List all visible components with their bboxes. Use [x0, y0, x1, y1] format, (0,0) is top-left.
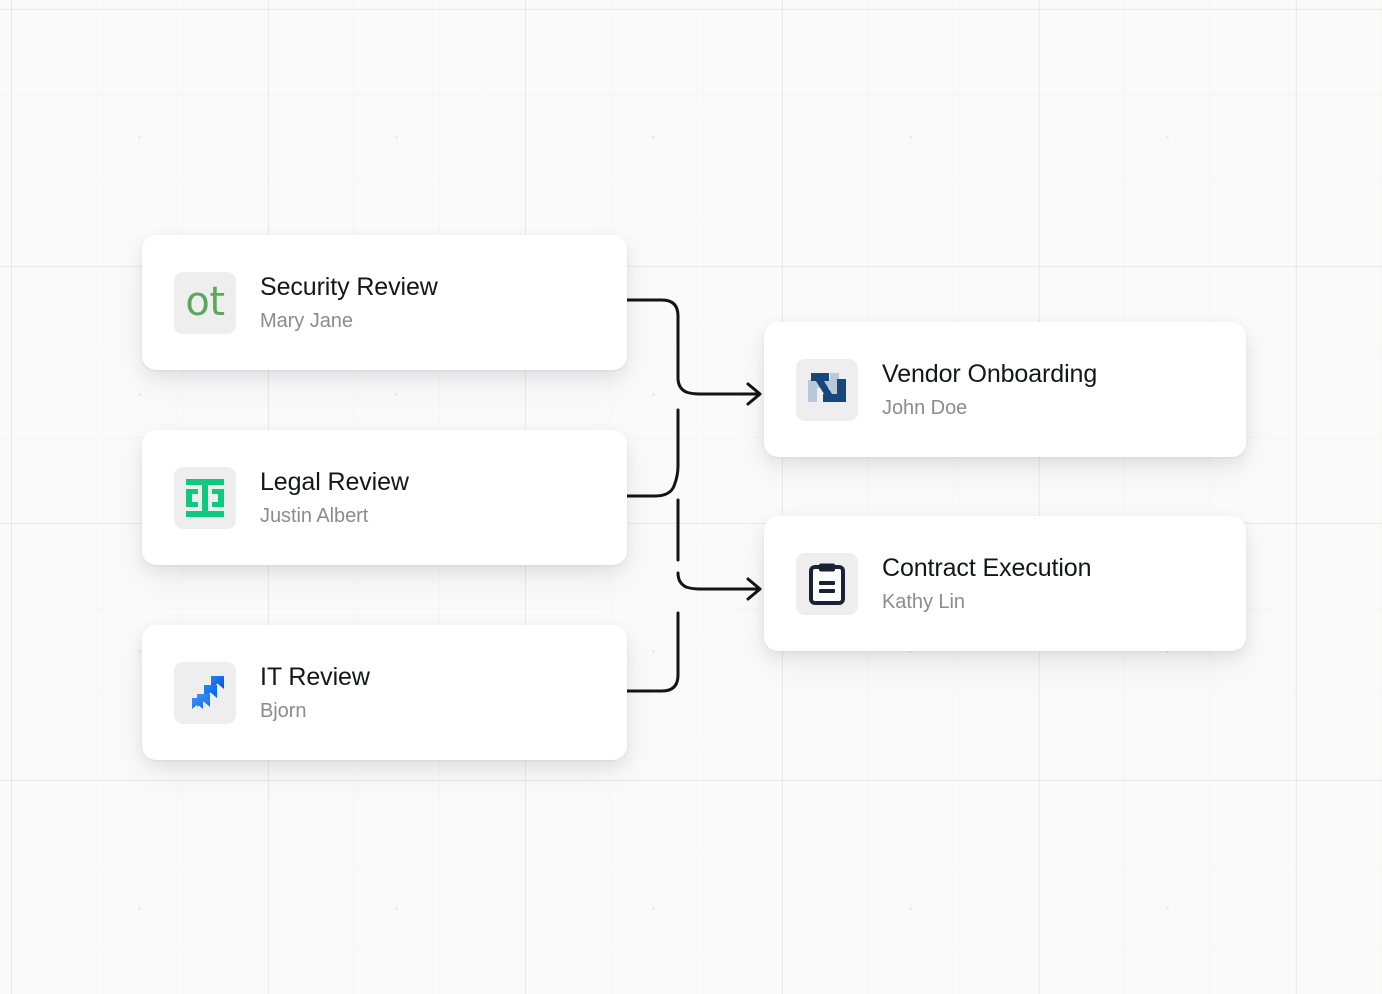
netsuite-logo-icon — [796, 358, 858, 421]
clipboard-glyph — [809, 563, 845, 605]
node-text-block: Security Review Mary Jane — [260, 272, 438, 333]
node-legal-review[interactable]: Legal Review Justin Albert — [142, 430, 627, 565]
node-text-block: Vendor Onboarding John Doe — [882, 359, 1097, 420]
arrowhead-vendor-onboarding — [746, 382, 762, 406]
edge-it-review-to-trunk — [625, 611, 680, 693]
edge-trunk-to-vendor-onboarding — [676, 376, 760, 396]
node-it-review[interactable]: IT Review Bjorn — [142, 625, 627, 760]
node-text-block: IT Review Bjorn — [260, 662, 370, 723]
node-title: Vendor Onboarding — [882, 360, 1098, 388]
ironclad-logo-glyph — [186, 478, 224, 517]
arrowhead-contract-execution — [746, 577, 762, 601]
opentext-ot-logo-icon: ot — [174, 271, 236, 334]
clipboard-document-icon — [796, 552, 858, 615]
edge-security-review-to-trunk — [625, 298, 680, 380]
edge-legal-review-to-trunk — [625, 408, 680, 498]
node-assignee: Mary Jane — [260, 310, 353, 332]
node-text-block: Legal Review Justin Albert — [260, 467, 409, 528]
node-security-review[interactable]: ot Security Review Mary Jane — [142, 235, 627, 370]
netsuite-logo-glyph — [808, 372, 846, 402]
node-contract-execution[interactable]: Contract Execution Kathy Lin — [764, 516, 1246, 651]
edge-trunk-to-contract-execution — [676, 571, 760, 591]
jira-logo-glyph — [192, 675, 224, 709]
node-title: Security Review — [260, 273, 438, 301]
node-assignee: Kathy Lin — [882, 591, 965, 613]
node-assignee: John Doe — [882, 397, 968, 419]
node-vendor-onboarding[interactable]: Vendor Onboarding John Doe — [764, 322, 1246, 457]
jira-logo-icon — [174, 661, 236, 724]
opentext-logo-text: ot — [185, 278, 225, 325]
node-title: IT Review — [260, 663, 370, 691]
node-text-block: Contract Execution Kathy Lin — [882, 553, 1092, 614]
node-title: Contract Execution — [882, 554, 1092, 582]
node-title: Legal Review — [260, 468, 409, 496]
node-assignee: Bjorn — [260, 700, 307, 722]
ironclad-logo-icon — [174, 466, 236, 529]
node-assignee: Justin Albert — [260, 505, 369, 527]
